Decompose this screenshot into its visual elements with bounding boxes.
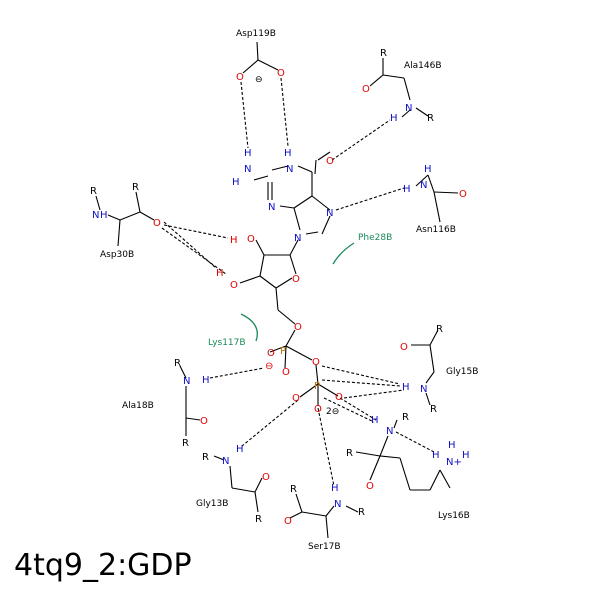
- atom-o: O: [294, 322, 302, 333]
- atom-p: P: [314, 381, 320, 392]
- atom-o: O: [267, 348, 275, 359]
- atom-o: O: [292, 393, 300, 404]
- phe28-contact-arc: [332, 242, 355, 265]
- residue-asp30: Asp30B: [100, 250, 134, 260]
- atom-o: O: [282, 367, 290, 378]
- atom-r: R: [290, 484, 297, 495]
- atom-h: H: [244, 148, 252, 159]
- residue-asp119: Asp119B: [236, 29, 276, 39]
- atom-n: N: [334, 499, 341, 510]
- atom-h: H: [432, 450, 440, 461]
- atom-r: R: [174, 358, 181, 369]
- atom-r: R: [182, 438, 189, 449]
- atom-n: N: [420, 384, 427, 395]
- atom-o: O: [262, 472, 270, 483]
- charge-minus: ⊖: [255, 75, 263, 85]
- atom-n: N: [268, 202, 275, 213]
- diagram-title: 4tq9_2:GDP: [14, 548, 192, 583]
- atom-h: H: [448, 440, 456, 451]
- atom-o: O: [362, 84, 370, 95]
- atom-h: H: [284, 148, 292, 159]
- residue-lys16: Lys16B: [438, 511, 470, 521]
- atom-n: N: [183, 376, 190, 387]
- hydrogen-bonds: [161, 77, 435, 487]
- atom-o: O: [230, 280, 238, 291]
- residue-phe28: Phe28B: [358, 233, 392, 243]
- atom-o: O: [284, 516, 292, 527]
- atom-r: R: [90, 186, 97, 197]
- atom-n: N: [420, 180, 427, 191]
- atom-o: O: [200, 416, 208, 427]
- atom-r: R: [255, 514, 262, 525]
- residue-gly15: Gly15B: [446, 367, 478, 377]
- atom-h: H: [371, 415, 379, 426]
- atom-o: O: [366, 481, 374, 492]
- atom-h: H: [236, 444, 244, 455]
- residue-bonds: [95, 41, 459, 539]
- atom-h: H: [331, 483, 339, 494]
- charge-minus: ⊖: [265, 361, 273, 372]
- atom-r: R: [427, 113, 434, 124]
- atom-n: N: [294, 233, 301, 244]
- atom-o: O: [326, 156, 334, 167]
- atom-r: R: [202, 452, 209, 463]
- atom-o: O: [292, 274, 300, 285]
- atom-h: H: [390, 113, 398, 124]
- atom-o: O: [459, 189, 467, 200]
- atom-r: R: [380, 48, 387, 59]
- atom-o: O: [312, 357, 320, 368]
- atom-n: N: [244, 164, 251, 175]
- residue-ser17: Ser17B: [308, 542, 341, 552]
- atom-h: H: [100, 210, 108, 221]
- atom-h: H: [216, 268, 224, 279]
- atom-n: N: [92, 210, 99, 221]
- residue-asn116: Asn116B: [416, 225, 456, 235]
- ligand-bonds: [239, 151, 339, 406]
- atom-h: H: [462, 450, 470, 461]
- atom-h: H: [202, 375, 210, 386]
- atom-h: H: [232, 177, 240, 188]
- lys117-contact-arc: [240, 313, 258, 342]
- atom-r: R: [402, 412, 409, 423]
- atom-o: O: [153, 218, 161, 229]
- atom-o: O: [314, 404, 322, 415]
- atom-h: H: [403, 184, 411, 195]
- atom-n: N: [286, 164, 293, 175]
- atom-r: R: [346, 448, 353, 459]
- atom-n: N: [386, 426, 393, 437]
- residue-ala18: Ala18B: [122, 401, 154, 411]
- atom-n: N: [222, 456, 229, 467]
- atom-h: H: [402, 382, 410, 393]
- atom-h: H: [424, 164, 432, 175]
- atom-o: O: [247, 234, 255, 245]
- residue-ala146: Ala146B: [404, 61, 442, 71]
- atom-o: O: [236, 72, 244, 83]
- atom-n: N: [405, 103, 412, 114]
- atom-o: O: [400, 342, 408, 353]
- atom-r: R: [430, 404, 437, 415]
- atom-o: O: [277, 68, 285, 79]
- atom-n: N: [326, 208, 333, 219]
- residue-gly13: Gly13B: [196, 499, 228, 509]
- atom-h: H: [230, 235, 238, 246]
- atom-r: R: [436, 324, 443, 335]
- atom-r: R: [132, 182, 139, 193]
- atom-o: O: [335, 392, 343, 403]
- atom-nh3-plus: N+: [446, 457, 462, 468]
- atom-r: R: [358, 507, 365, 518]
- charge-two-minus: 2⊖: [326, 407, 339, 417]
- residue-lys117: Lys117B: [208, 338, 246, 348]
- atom-p: P: [280, 346, 286, 357]
